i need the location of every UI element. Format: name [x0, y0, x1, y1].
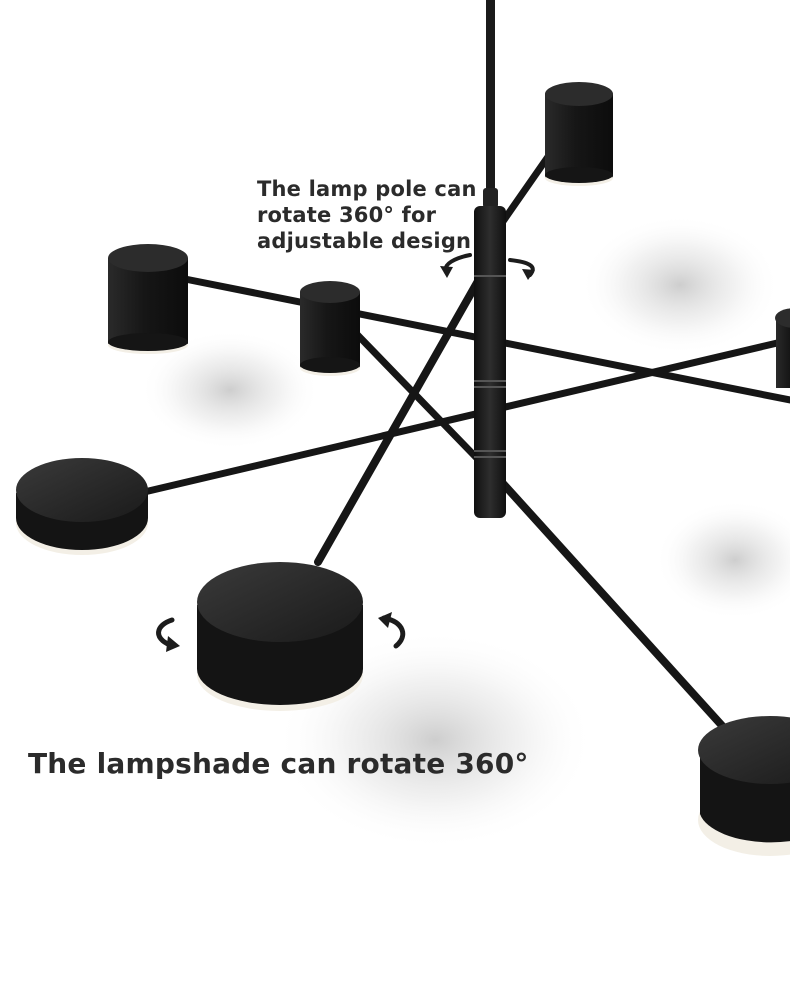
- disc-lamp: [16, 458, 148, 555]
- pole-caption-line: The lamp pole can: [257, 177, 477, 201]
- disc-lamp: [197, 562, 363, 711]
- suspension-rod: [486, 0, 495, 200]
- arm: [494, 474, 739, 744]
- cylinder-lamp: [108, 244, 188, 354]
- rotate-arrow-icon: [508, 258, 535, 280]
- disc-lamp: [698, 716, 790, 856]
- cylinder-lamp: [300, 281, 360, 376]
- pole-caption-line: adjustable design: [257, 229, 472, 253]
- column-ring: [474, 275, 506, 277]
- arm: [341, 318, 502, 484]
- column-ring: [474, 380, 506, 382]
- column-ring: [474, 456, 506, 458]
- rotate-arrow-icon: [156, 617, 180, 652]
- rod-collar: [483, 188, 498, 208]
- cast-shadow: [140, 330, 320, 450]
- lamp-arms: [136, 114, 790, 744]
- column-ring: [474, 450, 506, 452]
- rotate-arrow-icon: [440, 253, 472, 278]
- cylinder-lamp: [775, 308, 790, 388]
- column-ring: [474, 386, 506, 388]
- arm: [136, 336, 790, 497]
- cast-shadow: [655, 500, 790, 620]
- pole-rotation-caption: The lamp pole can rotate 360° for adjust…: [257, 176, 477, 254]
- cylinder-lamp: [545, 82, 613, 186]
- central-column: [474, 206, 506, 518]
- cast-shadow: [580, 215, 780, 355]
- arm: [314, 256, 494, 566]
- lampshade-rotation-caption: The lampshade can rotate 360°: [28, 747, 529, 780]
- rotate-arrow-icon: [378, 612, 406, 649]
- pole-caption-line: rotate 360° for: [257, 203, 437, 227]
- column-body: [474, 206, 506, 518]
